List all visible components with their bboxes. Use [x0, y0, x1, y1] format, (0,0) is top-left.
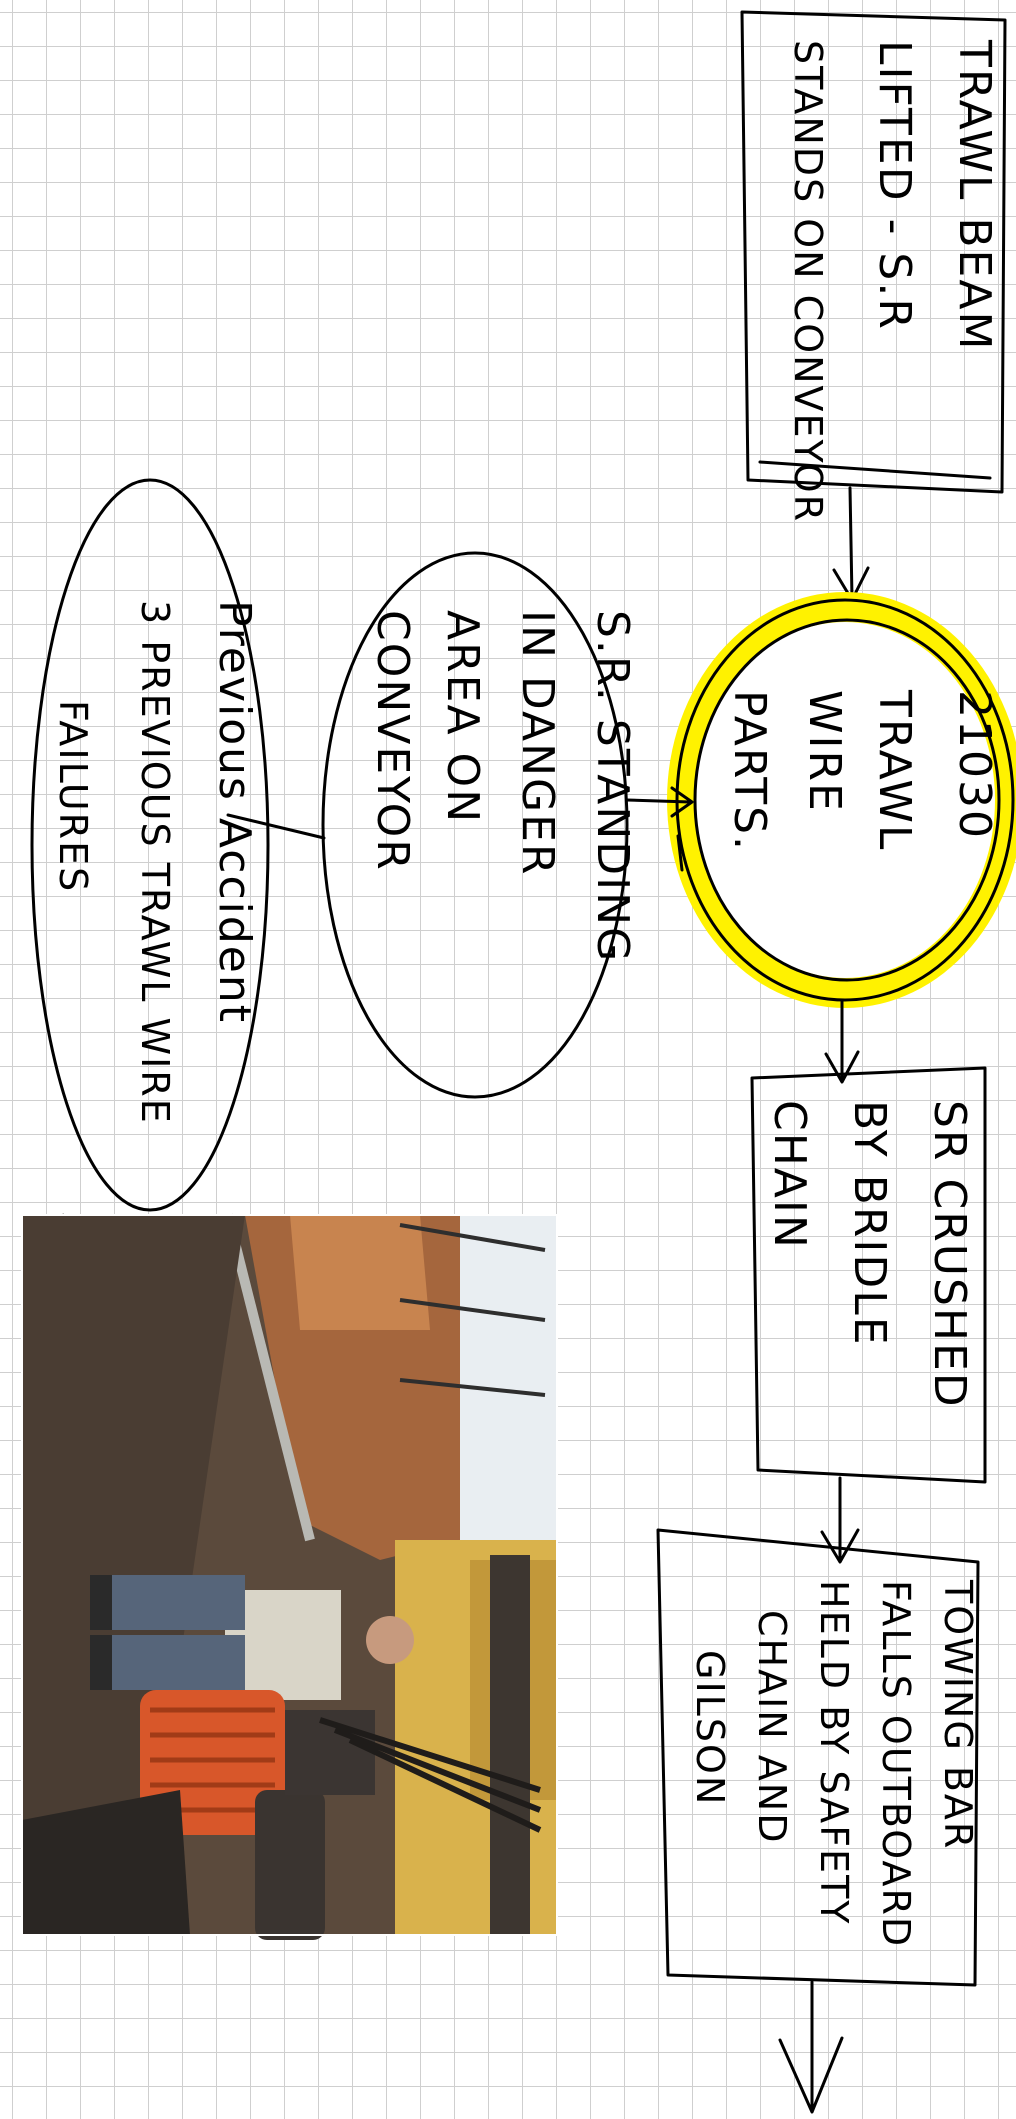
crushed-line-1: SR CRUSHED [924, 1100, 975, 1409]
connector-standing-to-center [625, 786, 694, 872]
person-figure [90, 1575, 414, 1710]
previous-line-3: FAILURES [51, 700, 95, 893]
trawl-beam-box: TRAWL BEAM LIFTED - S.R STANDS ON CONVEY… [740, 10, 1007, 523]
arrow-beam-to-center [832, 486, 870, 602]
towing-line-5: GILSON [688, 1650, 732, 1806]
center-line-4: PARTS. [724, 690, 775, 852]
standing-line-3: AREA ON [437, 610, 488, 824]
trawl-beam-line-1: TRAWL BEAM [949, 39, 1000, 351]
standing-line-2: IN DANGER [512, 610, 563, 876]
previous-line-2: 3 PREVIOUS TRAWL WIRE [133, 600, 177, 1125]
center-line-3: WIRE [799, 690, 850, 813]
crushed-line-2: BY BRIDLE [844, 1100, 895, 1347]
towing-line-2: FALLS OUTBOARD [874, 1580, 918, 1948]
standing-line-1: S.R. STANDING [587, 610, 638, 963]
center-line-1: 21030 [949, 690, 1000, 840]
center-line-2: TRAWL [869, 689, 920, 851]
trawl-beam-line-2: LIFTED - S.R [869, 40, 920, 331]
sr-standing-oval: S.R. STANDING IN DANGER AREA ON CONVEYOR [321, 551, 638, 1099]
trawl-beam-line-3: STANDS ON CONVEYOR [786, 40, 830, 523]
towing-line-3: HELD BY SAFETY [812, 1580, 856, 1926]
previous-line-1: Previous Accident [209, 600, 260, 1024]
towing-line-1: TOWING BAR [936, 1579, 980, 1850]
arrow-towing-out [778, 1980, 844, 2114]
deck-photo [21, 1213, 558, 1940]
previous-failures-oval: Previous Accident 3 PREVIOUS TRAWL WIRE … [30, 478, 270, 1212]
crushed-line-3: CHAIN [764, 1100, 815, 1250]
connector-previous-to-standing [226, 813, 326, 840]
towing-line-4: CHAIN AND [750, 1610, 794, 1845]
sr-crushed-box: SR CRUSHED BY BRIDLE CHAIN [750, 1066, 987, 1484]
arrow-center-to-crushed [824, 998, 860, 1084]
towing-bar-box: TOWING BAR FALLS OUTBOARD HELD BY SAFETY… [656, 1528, 980, 1987]
central-event-circle: 21030 TRAWL WIRE PARTS. [667, 592, 1016, 1008]
arrow-crushed-to-towing [820, 1476, 860, 1564]
standing-line-4: CONVEYOR [367, 610, 418, 872]
